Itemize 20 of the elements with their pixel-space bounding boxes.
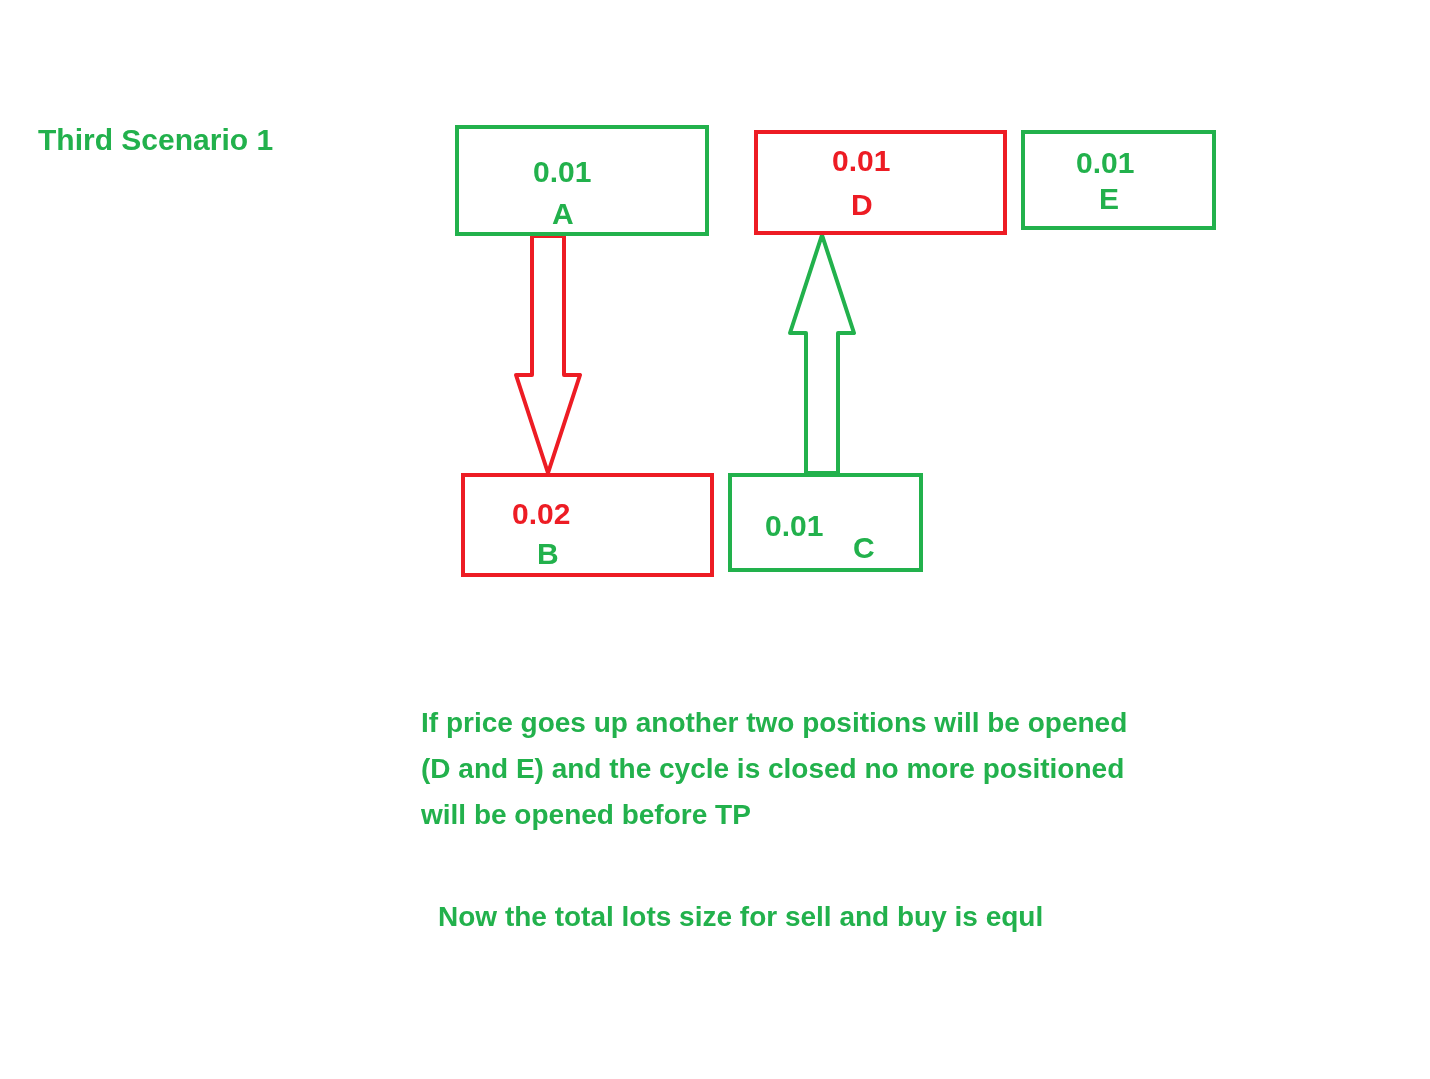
position-box [455, 125, 709, 236]
note-text: Now the total lots size for sell and buy is equl [438, 900, 1045, 934]
lot-size: 0.01 [832, 146, 891, 176]
position-box [461, 473, 714, 577]
position-letter: E [1099, 184, 1119, 214]
block-arrow [514, 234, 582, 475]
lot-size: 0.01 [765, 511, 824, 541]
scenario-title: Third Scenario 1 [38, 122, 274, 158]
position-letter: C [853, 533, 875, 563]
position-letter: A [552, 199, 574, 229]
lot-size: 0.02 [512, 499, 571, 529]
lot-size: 0.01 [1076, 148, 1135, 178]
lot-size: 0.01 [533, 157, 592, 187]
position-letter: D [851, 190, 873, 220]
position-box [728, 473, 923, 572]
position-box [1021, 130, 1216, 230]
position-box [754, 130, 1007, 235]
note-text: If price goes up another two positions will be opened (D and E) and the cycle is closed no more positioned will be opened before TP [421, 706, 1129, 832]
position-letter: B [537, 539, 559, 569]
block-arrow [788, 233, 856, 475]
